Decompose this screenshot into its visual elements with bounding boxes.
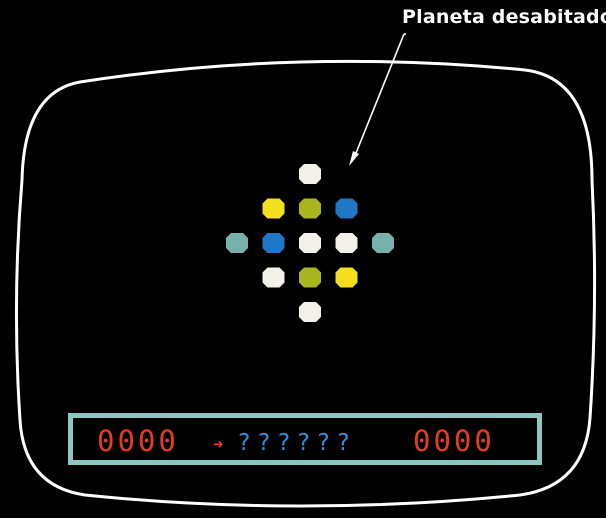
planet-grid [226,164,394,322]
planet-teal-r2c4[interactable] [372,233,394,253]
right-arrow-icon: ➜ [213,428,223,462]
planet-blue-r2c1[interactable] [263,233,285,253]
right-counter: 0000 [413,424,495,458]
planet-blue-r1c3[interactable] [336,199,358,219]
planet-white-r4c2[interactable] [299,302,321,322]
score-panel: 0000 ➜ ?????? 0000 [68,413,542,465]
planet-olive-r1c2[interactable] [299,199,321,219]
callout-pointer [349,34,406,166]
planet-yellow-r1c1[interactable] [263,199,285,219]
planet-olive-r3c2[interactable] [299,268,321,288]
uninhabited-planet-label: Planeta desabitado [402,6,606,28]
planet-teal-r2c0[interactable] [226,233,248,253]
planet-yellow-r3c3[interactable] [336,268,358,288]
planet-white-r2c3[interactable] [336,233,358,253]
planet-white-r2c2[interactable] [299,233,321,253]
mystery-code: ?????? [237,426,356,460]
left-counter: 0000 [97,424,179,458]
planet-white-r0c2[interactable] [299,164,321,184]
planet-white-r3c1[interactable] [263,268,285,288]
